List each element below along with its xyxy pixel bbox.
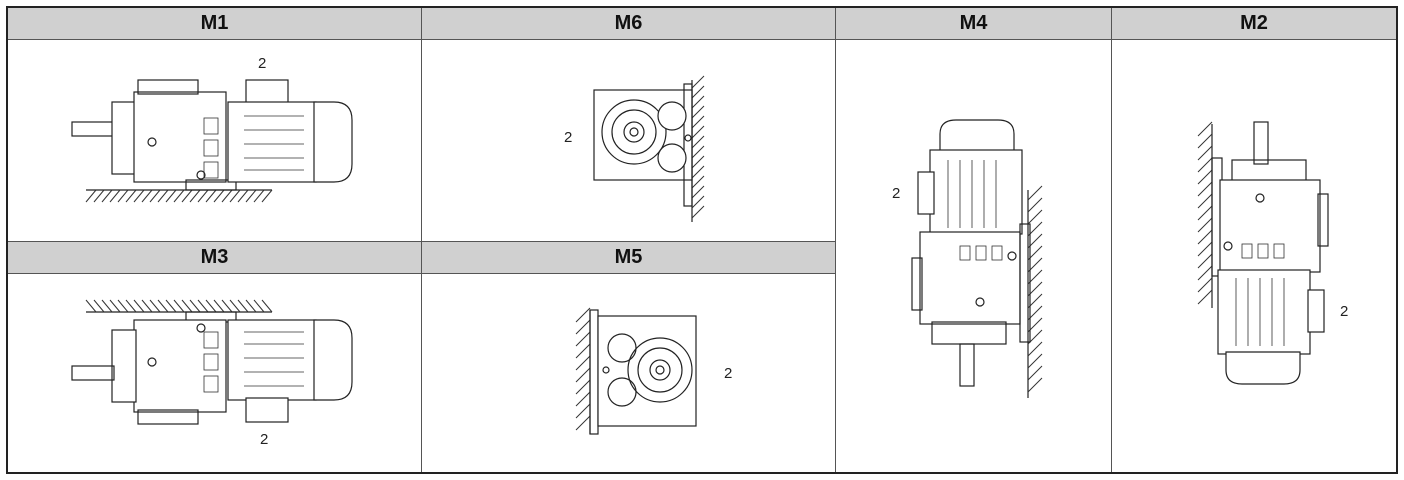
wall-hatch: [691, 75, 705, 222]
gearbox-body: [71, 79, 237, 191]
wall-hatch: [1027, 185, 1043, 398]
header-m5: M5: [422, 242, 836, 274]
callout-m3: 2: [260, 431, 268, 448]
gearbox-body: [1211, 121, 1329, 277]
floor-hatch: [85, 189, 273, 203]
motor-body: [917, 119, 1023, 235]
cell-m6: 2: [422, 40, 836, 242]
gearbox-end-view: [593, 83, 693, 207]
header-m6: M6: [422, 8, 836, 40]
header-m2: M2: [1112, 8, 1396, 40]
cell-m5: 2: [422, 274, 836, 472]
callout-m5: 2: [724, 365, 732, 382]
motor-body: [227, 319, 353, 423]
header-m1: M1: [8, 8, 422, 40]
callout-m6: 2: [564, 129, 572, 146]
gearbox-body: [71, 311, 237, 425]
motor-body: [1217, 269, 1325, 385]
gearbox-body: [911, 223, 1031, 387]
gearmotor-m4-drawing: 2: [892, 119, 1043, 398]
header-m3: M3: [8, 242, 422, 274]
callout-m4: 2: [892, 185, 900, 202]
mounting-positions-table: M1 M6 M4 M2: [6, 6, 1398, 474]
header-m4: M4: [836, 8, 1112, 40]
gearmotor-m1-drawing: 2: [71, 55, 353, 203]
cell-m4: 2: [836, 40, 1112, 472]
wall-hatch: [1197, 121, 1213, 308]
gearmotor-m5-drawing: 2: [575, 307, 732, 435]
cell-m3: 2: [8, 274, 422, 472]
wall-hatch: [575, 307, 591, 434]
gearmotor-m6-drawing: 2: [564, 75, 705, 222]
gearmotor-m3-drawing: 2: [71, 299, 353, 448]
cell-m2: 2: [1112, 40, 1396, 472]
cell-m1: 2: [8, 40, 422, 242]
callout-m1: 2: [258, 55, 266, 72]
gearbox-end-view: [589, 309, 697, 435]
ceiling-hatch: [85, 299, 273, 313]
motor-body: [227, 79, 353, 183]
callout-m2: 2: [1340, 303, 1348, 320]
gearmotor-m2-drawing: 2: [1197, 121, 1348, 385]
